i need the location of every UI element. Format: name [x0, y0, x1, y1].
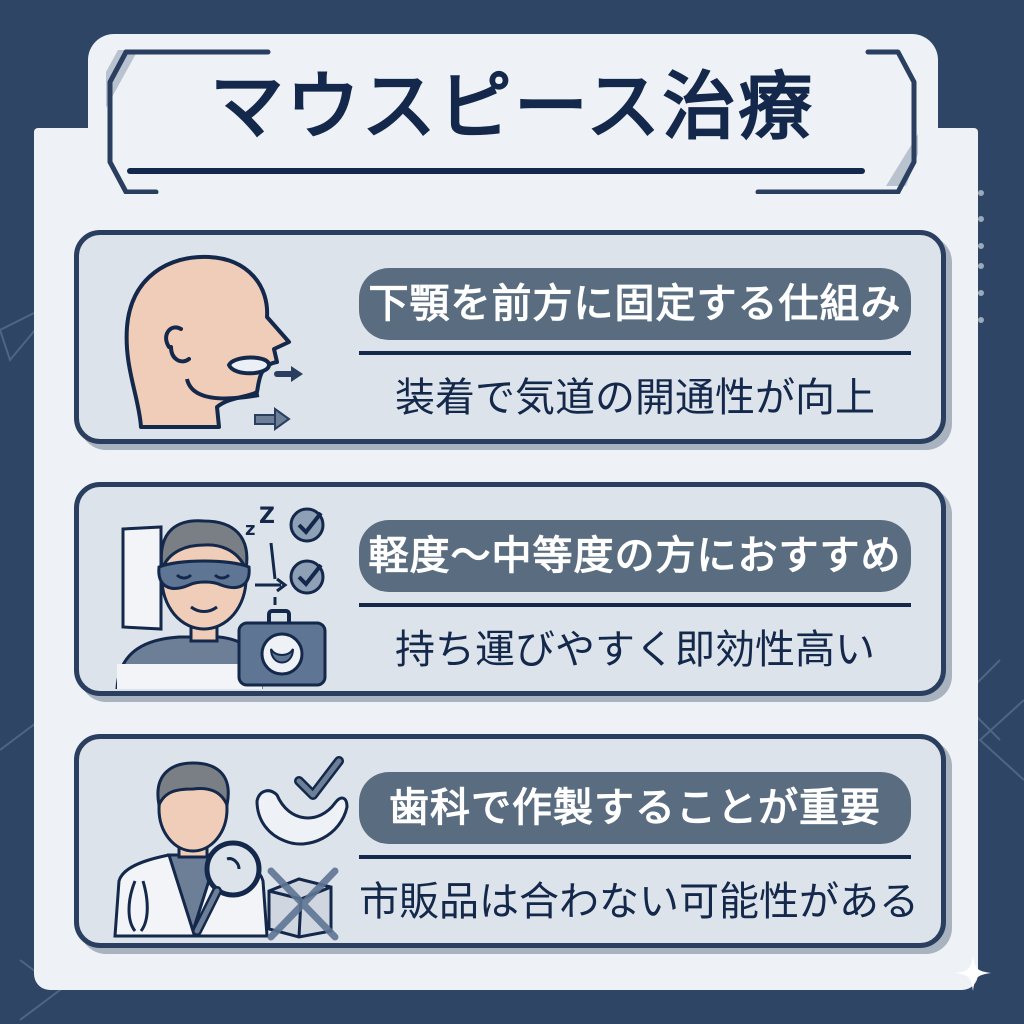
- card-detail: 市販品は合わない可能性がある: [359, 879, 919, 925]
- card-heading: 歯科で作製することが重要: [359, 772, 911, 844]
- info-card-recommendation: z Z 軽度〜中等度の方におすすめ 持ち運びやすく即効性高い: [74, 482, 946, 696]
- head-profile-mouthpiece-icon: [124, 254, 303, 431]
- sleeping-person-travel-case-icon: z Z: [115, 504, 327, 689]
- svg-text:z: z: [245, 519, 255, 540]
- card-divider: [359, 603, 911, 607]
- info-card-dental-fabrication: 歯科で作製することが重要 市販品は合わない可能性がある: [74, 734, 946, 948]
- svg-text:Z: Z: [259, 504, 275, 529]
- card-detail: 装着で気道の開通性が向上: [395, 375, 875, 421]
- info-card-mechanism: 下顎を前方に固定する仕組み 装着で気道の開通性が向上: [74, 230, 946, 444]
- page-title: マウスピース治療: [209, 64, 815, 150]
- card-divider: [359, 351, 911, 355]
- card-heading: 軽度〜中等度の方におすすめ: [359, 520, 911, 592]
- dentist-mouthpiece-icon: [113, 756, 349, 941]
- title-underline: [127, 168, 865, 174]
- card-heading: 下顎を前方に固定する仕組み: [359, 268, 911, 340]
- title-frame-border: [106, 49, 918, 194]
- sparkle-icon: [955, 955, 991, 991]
- card-divider: [359, 855, 911, 859]
- card-detail: 持ち運びやすく即効性高い: [395, 627, 875, 673]
- title-banner: [98, 44, 926, 194]
